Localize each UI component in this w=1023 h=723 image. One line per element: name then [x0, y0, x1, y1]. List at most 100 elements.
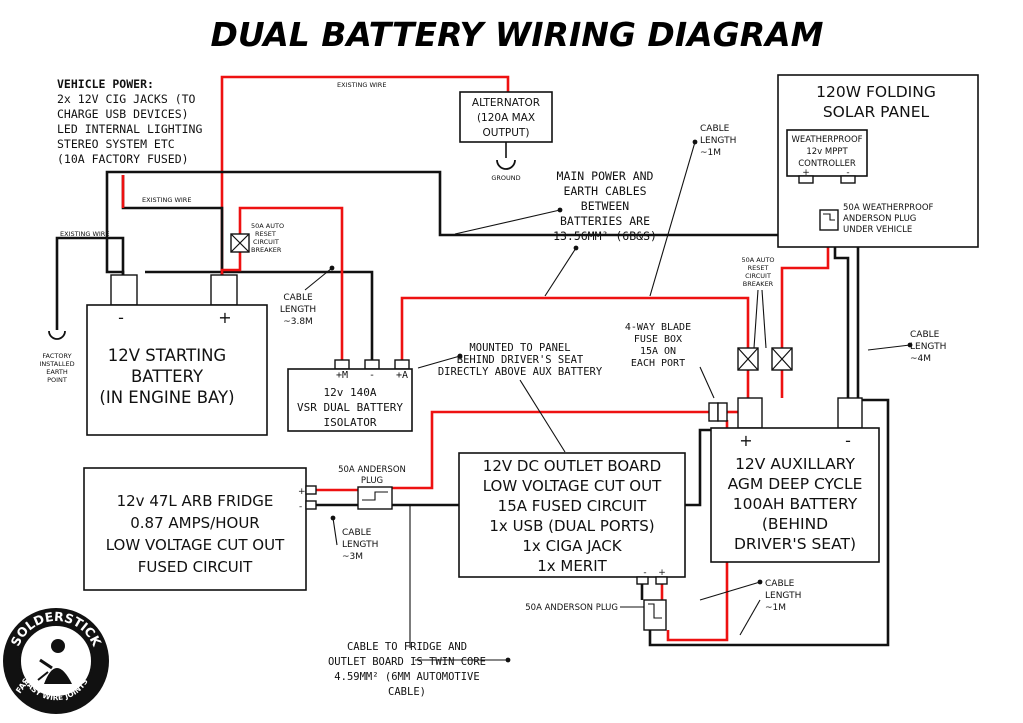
outlet-board-label: 1x USB (DUAL PORTS) [489, 517, 654, 535]
alternator-label: OUTPUT) [483, 127, 530, 139]
breaker-label: CIRCUIT [745, 272, 771, 280]
cable-label: LENGTH [700, 136, 736, 146]
outlet-board-label: LOW VOLTAGE CUT OUT [483, 477, 662, 495]
leader-lines [304, 139, 913, 663]
fridge-minus: - [299, 502, 302, 512]
outlet-plus: + [658, 568, 666, 578]
ground-symbol [496, 159, 516, 170]
solar-title: 120W FOLDING [816, 83, 936, 101]
outlet-minus: - [643, 568, 646, 578]
twin-core-label: 4.59MM² (6MM AUTOMOTIVE [334, 671, 479, 683]
cable-label: ~1M [765, 603, 786, 613]
cable-label: LENGTH [342, 540, 378, 550]
twin-core-label: OUTLET BOARD IS TWIN CORE [328, 656, 486, 668]
vsr-a-wire [400, 296, 750, 360]
solar-breaker-wire [780, 230, 830, 348]
aux-battery-label: AGM DEEP CYCLE [728, 475, 863, 493]
main-cable-label: MAIN POWER AND [557, 169, 654, 183]
solar-title: SOLAR PANEL [823, 103, 930, 121]
aux-battery-label: (BEHIND [762, 515, 828, 533]
main-cable-label: BETWEEN [581, 199, 630, 213]
mppt-label: CONTROLLER [798, 159, 856, 169]
fuse-box-note: 4-WAY BLADE FUSE BOX 15A ON EACH PORT [625, 322, 691, 369]
mppt-plus: + [802, 168, 810, 178]
mounted-label: BEHIND DRIVER'S SEAT [457, 354, 584, 366]
fuse-box-label: 15A ON [640, 346, 676, 357]
outlet-board-box [458, 452, 686, 578]
fridge-label: LOW VOLTAGE CUT OUT [106, 536, 285, 554]
cable-label: LENGTH [910, 342, 946, 352]
start-circuit-breaker: 50A AUTO RESET CIRCUIT BREAKER [230, 222, 284, 254]
earth-label: POINT [47, 376, 67, 384]
solar-panel: 120W FOLDING SOLAR PANEL WEATHERPROOF 12… [777, 74, 979, 248]
breaker-label: BREAKER [251, 246, 282, 254]
vsr-label: VSR DUAL BATTERY [297, 401, 403, 414]
anderson-plug-solar [819, 209, 839, 231]
aux-neg-sign: - [845, 431, 851, 450]
outlet-board-label: 15A FUSED CIRCUIT [498, 497, 647, 515]
vehicle-power-line: 2x 12V CIG JACKS (TO [57, 92, 196, 106]
cable-label: LENGTH [765, 591, 801, 601]
cable-label: CABLE [342, 528, 372, 538]
main-cable-note: MAIN POWER AND EARTH CABLES BETWEEN BATT… [553, 169, 657, 243]
vsr-negative-wire [145, 270, 374, 360]
mounted-label: DIRECTLY ABOVE AUX BATTERY [438, 366, 603, 378]
main-cable-label: EARTH CABLES [563, 184, 646, 198]
vehicle-power-black-wire [121, 175, 224, 280]
factory-earth: FACTORY INSTALLED EARTH POINT [39, 330, 75, 384]
start-battery-label: BATTERY [131, 367, 204, 386]
vsr-terminal-m: +M [336, 370, 348, 381]
alternator: ALTERNATOR (120A MAX OUTPUT) GROUND [459, 91, 553, 182]
alternator-label: (120A MAX [477, 112, 535, 124]
existing-wire-label: EXISTING WIRE [60, 230, 109, 238]
anderson-plug-outlet: 50A ANDERSON PLUG [525, 599, 667, 631]
aux-breaker-note: 50A AUTO RESET CIRCUIT BREAKER [741, 256, 774, 288]
fuse-box-label: FUSE BOX [634, 334, 682, 345]
start-battery-box [86, 304, 268, 436]
starting-battery: - + 12V STARTING BATTERY (IN ENGINE BAY) [86, 274, 268, 436]
cable-label: CABLE [910, 330, 940, 340]
breaker-label: BREAKER [743, 280, 774, 288]
cable-label: CABLE [283, 293, 313, 303]
mounted-note: MOUNTED TO PANEL BEHIND DRIVER'S SEAT DI… [438, 342, 603, 378]
start-positive-terminal [210, 274, 238, 306]
fridge: 12v 47L ARB FRIDGE 0.87 AMPS/HOUR LOW VO… [83, 467, 317, 591]
solar-negative-run [833, 230, 850, 398]
start-battery-label: 12V STARTING [108, 346, 226, 365]
cable-label: LENGTH [280, 305, 316, 315]
outlet-negative-run [648, 398, 890, 647]
aux-positive-terminal [737, 397, 763, 429]
cable-label: ~3M [342, 552, 363, 562]
main-cable-label: BATTERIES ARE [560, 214, 650, 228]
anderson-plug-fridge: 50A ANDERSON PLUG [338, 465, 406, 510]
main-cable-label: 13.56MM² (6B&S) [553, 229, 657, 243]
breaker-label: 50A AUTO [741, 256, 774, 264]
ground-label: GROUND [491, 174, 520, 182]
breaker-label: 50A AUTO [251, 222, 284, 230]
mounted-label: MOUNTED TO PANEL [469, 342, 570, 354]
cable-length-1m-bottom: CABLE LENGTH ~1M [765, 579, 801, 613]
anderson-outlet-label: 50A ANDERSON PLUG [525, 603, 618, 613]
earth-label: EARTH [46, 368, 68, 376]
fridge-positive-wire [392, 410, 709, 490]
start-battery-label: (IN ENGINE BAY) [99, 388, 234, 407]
aux-breakers [737, 347, 793, 371]
solar-plug-label: UNDER VEHICLE [843, 225, 912, 235]
aux-battery: + - 12V AUXILLARY AGM DEEP CYCLE 100AH B… [710, 397, 880, 563]
vsr-terminal-a: +A [396, 370, 408, 381]
start-negative-terminal [110, 274, 138, 306]
diagram-title: DUAL BATTERY WIRING DIAGRAM [210, 15, 823, 54]
aux-battery-label: DRIVER'S SEAT) [734, 535, 856, 553]
fuse-box [708, 402, 728, 422]
vehicle-power-note: VEHICLE POWER: 2x 12V CIG JACKS (TO CHAR… [57, 77, 202, 166]
aux-negative-terminal [837, 397, 863, 429]
cable-length-38: CABLE LENGTH ~3.8M [280, 293, 316, 327]
vsr-isolator: +M - +A 12v 140A VSR DUAL BATTERY ISOLAT… [287, 359, 413, 432]
breaker-label: RESET [255, 230, 276, 238]
fuse-box-label: EACH PORT [631, 358, 685, 369]
alternator-box [459, 91, 553, 143]
vsr-label: 12v 140A [324, 386, 377, 399]
aux-pos-sign: + [739, 431, 752, 450]
vehicle-power-line: CHARGE USB DEVICES) [57, 107, 189, 121]
